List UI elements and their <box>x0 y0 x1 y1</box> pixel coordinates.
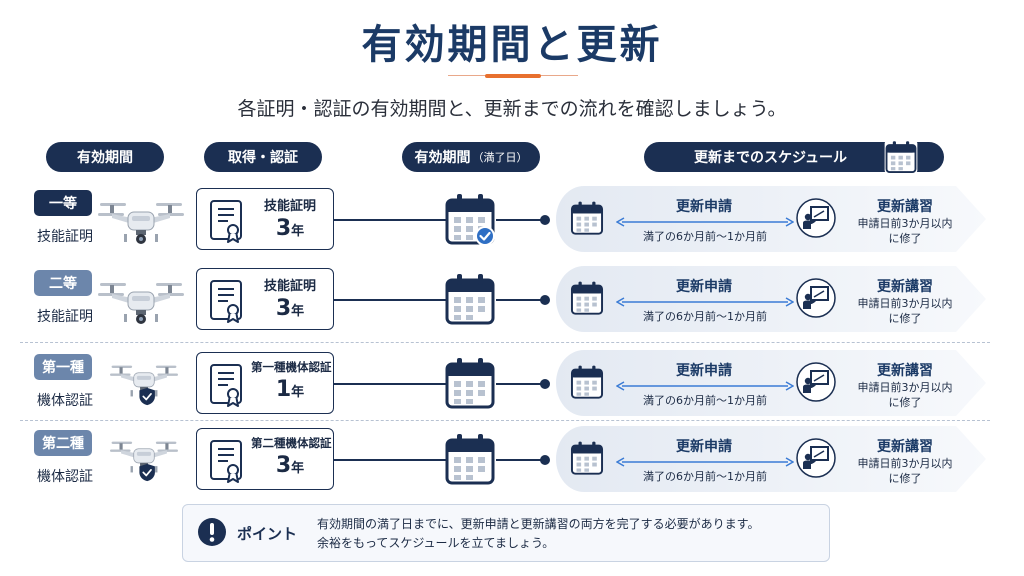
renewal-application-title: 更新申請 <box>676 439 732 455</box>
header-validity: 有効期間 <box>46 142 164 172</box>
double-arrow-icon <box>616 297 794 307</box>
exclamation-icon <box>198 518 226 546</box>
header-acquisition: 取得・認証 <box>204 142 322 172</box>
calendar-icon <box>570 364 604 400</box>
timeline-dot <box>540 379 550 389</box>
schedule-band: 更新申請 満了の6か月前〜1か月前 更新講習 申請日前3か月以内に修了 <box>556 426 986 492</box>
category-type: 機体認証 <box>37 393 93 409</box>
calendar-check-icon <box>444 192 495 246</box>
table-row: 二等 技能証明 技能証明 3年 更新申請 満了の6か月前〜1か月前 更新講習 申… <box>0 266 1024 342</box>
drone-icon <box>110 365 178 406</box>
teacher-board-icon <box>796 438 836 478</box>
renewal-lecture-note: 申請日前3か月以内に修了 <box>857 381 953 409</box>
renewal-application-title: 更新申請 <box>676 363 732 379</box>
renewal-lecture-note: 申請日前3か月以内に修了 <box>857 457 953 485</box>
certificate-name: 第二種機体認証 <box>251 436 332 450</box>
drone-icon <box>110 441 178 482</box>
renewal-application-title: 更新申請 <box>676 279 732 295</box>
document-certificate-icon <box>209 439 245 483</box>
calendar-icon <box>444 272 496 326</box>
certificate-name: 技能証明 <box>263 279 316 294</box>
renewal-application-title: 更新申請 <box>676 199 732 215</box>
point-text: 有効期間の満了日までに、更新申請と更新講習の両方を完了する必要があります。 余裕… <box>317 517 760 550</box>
teacher-board-icon <box>796 362 836 402</box>
schedule-band: 更新申請 満了の6か月前〜1か月前 更新講習 申請日前3か月以内に修了 <box>556 266 986 332</box>
timeline-dot <box>540 295 550 305</box>
validity-years: 3年 <box>275 453 305 478</box>
certificate-name: 第一種機体認証 <box>251 360 332 374</box>
category-type: 技能証明 <box>37 309 93 325</box>
header-expiry: 有効期間（満了日） <box>402 142 540 172</box>
schedule-band: 更新申請 満了の6か月前〜1か月前 更新講習 申請日前3か月以内に修了 <box>556 350 986 416</box>
validity-years: 3年 <box>275 296 305 321</box>
point-label: ポイント <box>237 525 298 543</box>
calendar-icon <box>570 440 604 476</box>
category-badge: 第二種 <box>34 430 92 456</box>
schedule-band: 更新申請 満了の6か月前〜1か月前 更新講習 申請日前3か月以内に修了 <box>556 186 986 252</box>
section-divider <box>20 420 990 421</box>
page-title: 有効期間と更新 <box>361 22 663 68</box>
validity-years: 1年 <box>275 377 305 402</box>
validity-years: 3年 <box>275 216 305 241</box>
renewal-lecture-note: 申請日前3か月以内に修了 <box>857 297 953 325</box>
timeline-dot <box>540 455 550 465</box>
double-arrow-icon <box>616 381 794 391</box>
drone-icon <box>98 194 184 246</box>
renewal-application-period: 満了の6か月前〜1か月前 <box>643 230 767 243</box>
certificate-name: 技能証明 <box>263 199 316 214</box>
table-row: 一等 技能証明 技能証明 3年 更新申請 満了の6か月前〜1か月前 更新講習 申… <box>0 186 1024 262</box>
renewal-application-period: 満了の6か月前〜1か月前 <box>643 394 767 407</box>
renewal-application-period: 満了の6か月前〜1か月前 <box>643 310 767 323</box>
calendar-icon <box>884 140 918 174</box>
section-divider <box>20 342 990 343</box>
category-type: 技能証明 <box>37 229 93 245</box>
document-certificate-icon <box>209 363 245 407</box>
renewal-application-period: 満了の6か月前〜1か月前 <box>643 470 767 483</box>
renewal-lecture-title: 更新講習 <box>877 279 933 295</box>
certificate-card: 技能証明 3年 <box>196 188 334 250</box>
renewal-lecture-note: 申請日前3か月以内に修了 <box>857 217 953 245</box>
title-underline <box>448 74 578 78</box>
table-row: 第二種 機体認証 第二種機体認証 3年 更新申請 満了の6か月前〜1か月前 更新… <box>0 426 1024 502</box>
category-badge: 二等 <box>34 270 92 296</box>
certificate-card: 第一種機体認証 1年 <box>196 352 334 414</box>
page-subtitle: 各証明・認証の有効期間と、更新までの流れを確認しましょう。 <box>237 98 787 120</box>
calendar-icon <box>444 356 496 410</box>
category-badge: 第一種 <box>34 354 92 380</box>
teacher-board-icon <box>796 278 836 318</box>
certificate-card: 第二種機体認証 3年 <box>196 428 334 490</box>
double-arrow-icon <box>616 457 794 467</box>
double-arrow-icon <box>616 217 794 227</box>
document-certificate-icon <box>209 199 245 243</box>
calendar-icon <box>570 200 604 236</box>
category-badge: 一等 <box>34 190 92 216</box>
renewal-lecture-title: 更新講習 <box>877 363 933 379</box>
table-row: 第一種 機体認証 第一種機体認証 1年 更新申請 満了の6か月前〜1か月前 更新… <box>0 350 1024 426</box>
calendar-icon <box>444 432 496 486</box>
renewal-lecture-title: 更新講習 <box>877 199 933 215</box>
drone-icon <box>98 274 184 326</box>
calendar-icon <box>570 280 604 316</box>
document-certificate-icon <box>209 279 245 323</box>
category-type: 機体認証 <box>37 469 93 485</box>
renewal-lecture-title: 更新講習 <box>877 439 933 455</box>
point-note-box: ポイント 有効期間の満了日までに、更新申請と更新講習の両方を完了する必要がありま… <box>182 504 830 562</box>
timeline-dot <box>540 215 550 225</box>
teacher-board-icon <box>796 198 836 238</box>
certificate-card: 技能証明 3年 <box>196 268 334 330</box>
